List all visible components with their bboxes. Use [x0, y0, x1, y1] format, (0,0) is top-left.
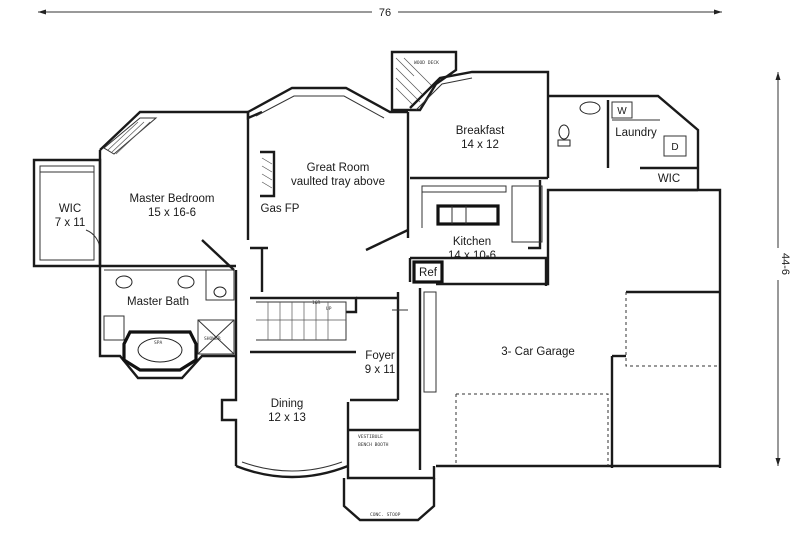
master-bath: SPA SHOWER [98, 266, 238, 380]
master-bedroom-label: Master Bedroom [129, 193, 214, 205]
stair-r-note: 16R [312, 300, 321, 306]
foyer-size: 9 x 11 [365, 364, 395, 376]
vestibule-note: VESTIBULE [358, 434, 383, 440]
depth-dimension: 44-6 [775, 72, 791, 466]
shower-note: SHOWER [204, 336, 221, 342]
foyer [350, 288, 437, 470]
bench-note: BENCH BOOTH [358, 442, 389, 448]
garage-label: 3- Car Garage [501, 346, 575, 358]
dining [220, 356, 350, 479]
master-bath-label: Master Bath [127, 296, 189, 308]
depth-dimension-label: 44-6 [779, 253, 791, 275]
wic-right-label: WIC [658, 173, 680, 185]
master-bedroom-size: 15 x 16-6 [148, 207, 196, 219]
stair-up-note: UP [326, 306, 332, 312]
wic-left-size: 7 x 11 [55, 217, 85, 229]
room-labels: WIC 7 x 11 Master Bedroom 15 x 16-6 Grea… [55, 106, 680, 424]
master-bedroom [98, 110, 263, 271]
great-room-subtitle: vaulted tray above [291, 176, 385, 188]
garage [436, 188, 722, 468]
foyer-label: Foyer [365, 350, 395, 362]
breakfast [409, 70, 550, 178]
breakfast-label: Breakfast [456, 125, 505, 137]
dining-label: Dining [271, 398, 304, 410]
vestibule: VESTIBULE BENCH BOOTH CONC. STOOP [342, 428, 436, 522]
w-label: W [617, 106, 627, 117]
width-dimension: 76 [38, 7, 722, 19]
kitchen-size: 14 x 10-6 [448, 250, 496, 262]
wood-deck-note: WOOD DECK [414, 60, 439, 66]
stoop-note: CONC. STOOP [370, 512, 401, 518]
laundry-label: Laundry [615, 127, 657, 139]
width-dimension-label: 76 [379, 7, 391, 19]
spa-note: SPA [154, 340, 163, 346]
breakfast-size: 14 x 12 [461, 139, 499, 151]
kitchen-label: Kitchen [453, 236, 491, 248]
stairs: UP 16R [250, 296, 358, 354]
great-room-label: Great Room [307, 162, 370, 174]
laundry-area [548, 94, 700, 192]
great-room [247, 86, 410, 292]
d-label: D [671, 142, 678, 153]
dining-size: 12 x 13 [268, 412, 306, 424]
wic-left-label: WIC [59, 203, 81, 215]
ref-label: Ref [419, 267, 438, 279]
gas-fp-label: Gas FP [261, 203, 300, 215]
kitchen [408, 176, 548, 286]
wood-deck: WOOD DECK [390, 50, 458, 112]
